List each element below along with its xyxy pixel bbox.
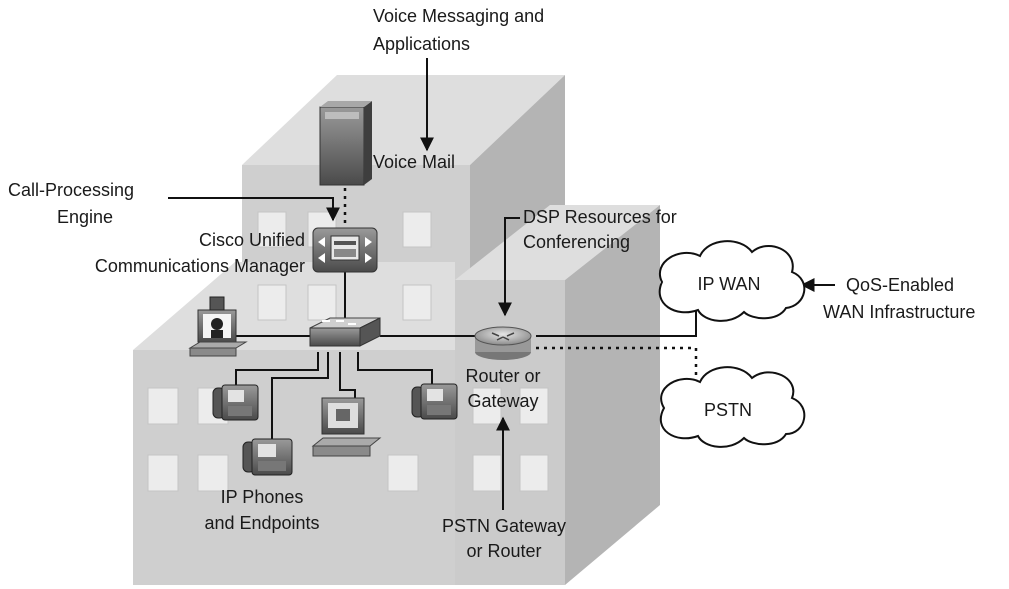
dotted-links [343,188,698,375]
switch-icon [309,317,381,347]
call-processing-label-line2: Engine [57,207,113,227]
ip-phone-icon [212,384,259,421]
ip-phones-label-line1: IP Phones [221,487,304,507]
call-manager-icon [312,227,378,273]
router-label-line2: Gateway [467,391,538,411]
ip-wan-label: IP WAN [697,274,760,294]
call-processing-label-line1: Call-Processing [8,180,134,200]
pstn-gateway-label-line2: or Router [466,541,541,561]
router-label-line1: Router or [465,366,540,386]
cloud-icon [658,240,806,322]
ip-phones-label-line2: and Endpoints [204,513,319,533]
pc-video-icon [188,296,248,357]
cloud-icon [659,366,806,448]
voice-messaging-label-line1: Voice Messaging and [373,6,544,26]
dsp-label-line2: Conferencing [523,232,630,252]
connection-lines [235,272,697,440]
pstn-gateway-label-line1: PSTN Gateway [442,516,566,536]
ip-phone-icon [411,383,458,420]
arrows [168,58,835,510]
voice-mail-server-icon [319,101,372,186]
voice-messaging-label-line2: Applications [373,34,470,54]
qos-label-line1: QoS-Enabled [846,275,954,295]
cucm-label-line1: Cisco Unified [199,230,305,250]
ip-phone-icon [242,438,293,476]
pstn-label: PSTN [704,400,752,420]
qos-label-line2: WAN Infrastructure [823,302,975,322]
dsp-label-line1: DSP Resources for [523,207,677,227]
router-icon [474,326,532,360]
pc-workstation-icon [311,397,382,457]
cucm-label-line2: Communications Manager [95,256,305,276]
voice-mail-label: Voice Mail [373,152,455,172]
